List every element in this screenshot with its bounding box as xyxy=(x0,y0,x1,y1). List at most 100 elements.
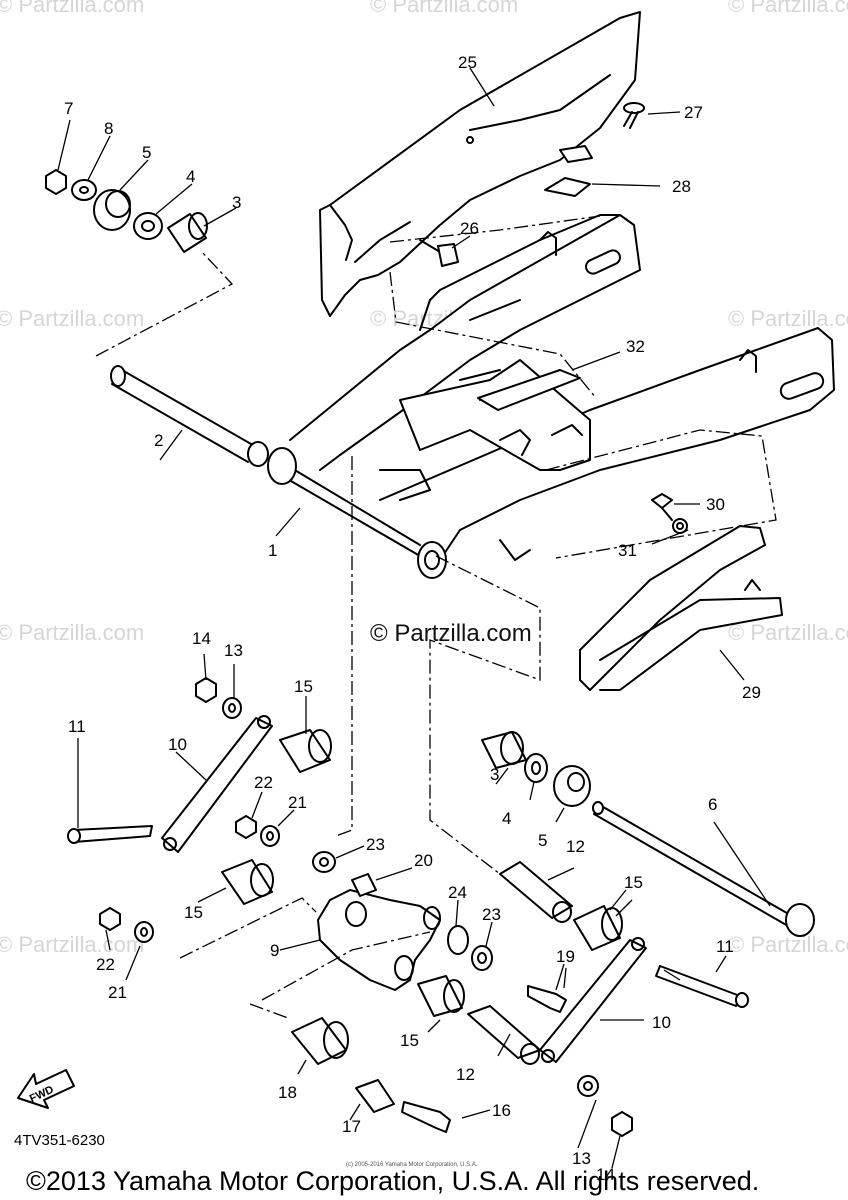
callout-16: 16 xyxy=(492,1101,511,1120)
callout-15-left: 15 xyxy=(184,903,203,922)
washer-21-lower xyxy=(134,921,154,943)
callout-15-right: 15 xyxy=(624,873,643,892)
callout-1: 1 xyxy=(268,541,277,560)
callout-5: 5 xyxy=(142,143,151,162)
pivot-shaft-2 xyxy=(110,365,269,467)
tiny-copyright: (c) 2005-2016 Yamaha Motor Corporation, … xyxy=(346,1162,478,1168)
washer-4 xyxy=(133,212,163,240)
callout-15-top: 15 xyxy=(294,677,313,696)
watermark: © Partzilla.com xyxy=(0,306,145,331)
callout-12-upper: 12 xyxy=(566,837,585,856)
callout-26: 26 xyxy=(460,219,479,238)
callout-12-lower: 12 xyxy=(456,1065,475,1084)
callout-11-right: 11 xyxy=(716,937,734,956)
center-watermark: © Partzilla.com xyxy=(370,620,532,647)
phantom-lines xyxy=(95,215,777,1019)
footer-copyright: ©2013 Yamaha Motor Corporation, U.S.A. A… xyxy=(26,1166,760,1196)
callout-19: 19 xyxy=(556,947,575,966)
callout-21-lower: 21 xyxy=(108,983,127,1002)
relay-arm-9 xyxy=(317,889,441,991)
callout-3-lower: 3 xyxy=(490,765,499,784)
callout-29: 29 xyxy=(742,683,761,702)
callout-4-lower: 4 xyxy=(502,809,511,828)
callout-4: 4 xyxy=(186,167,195,186)
bolt-16 xyxy=(401,1101,451,1133)
callout-13-right: 13 xyxy=(572,1149,591,1168)
callout-28: 28 xyxy=(672,177,691,196)
bearing-24 xyxy=(447,925,469,955)
callout-11-left: 11 xyxy=(68,717,86,736)
fwd-arrow-icon xyxy=(17,1069,75,1109)
bolt-26 xyxy=(419,239,459,267)
bolt-27 xyxy=(623,102,645,129)
link-rod-10-right xyxy=(539,937,647,1063)
bolt-11-right xyxy=(655,965,749,1008)
callout-3: 3 xyxy=(232,193,241,212)
nut-22-lower xyxy=(99,907,121,931)
callout-21-upper: 21 xyxy=(288,793,307,812)
collar-12-lower xyxy=(467,1005,541,1065)
nut-22-upper xyxy=(235,815,257,839)
callout-10-left: 10 xyxy=(168,735,187,754)
callout-8: 8 xyxy=(104,119,113,138)
callout-5-lower: 5 xyxy=(538,831,547,850)
callout-15-lower: 15 xyxy=(400,1031,419,1050)
watermark: © Partzilla.com xyxy=(0,932,145,957)
watermark: © Partzilla.com xyxy=(0,0,145,17)
callout-24: 24 xyxy=(448,883,467,902)
washer-4-lower xyxy=(524,753,548,783)
collar-15-left xyxy=(221,859,274,905)
callout-20: 20 xyxy=(414,851,433,870)
watermark: © Partzilla.com xyxy=(728,620,848,645)
bearing-5-lower xyxy=(553,765,591,807)
callout-27: 27 xyxy=(684,103,703,122)
diagram-code: 4TV351-6230 xyxy=(14,1132,105,1149)
callout-17: 17 xyxy=(342,1117,361,1136)
collar-15-lower xyxy=(417,975,465,1017)
clip-nut-28 xyxy=(544,145,593,197)
callout-6: 6 xyxy=(708,795,717,814)
callout-labels: 7 8 5 4 3 25 27 28 26 32 2 30 31 1 29 14… xyxy=(64,53,761,1184)
nut-14-right xyxy=(611,1111,633,1137)
chain-guide-29 xyxy=(579,525,783,691)
bearing-5 xyxy=(93,189,131,231)
collar-12-upper xyxy=(499,861,573,923)
callout-13-left: 13 xyxy=(224,641,243,660)
callout-7: 7 xyxy=(64,99,73,118)
leader-lines xyxy=(57,67,771,1169)
watermark: © Partzilla.com xyxy=(728,306,848,331)
callout-30: 30 xyxy=(706,495,725,514)
watermark: © Partzilla.com xyxy=(728,932,848,957)
collar-18 xyxy=(291,1017,349,1065)
bearing-3-lower xyxy=(481,731,527,769)
callout-10-right: 10 xyxy=(652,1013,671,1032)
watermark: © Partzilla.com xyxy=(728,0,848,17)
watermark: © Partzilla.com xyxy=(0,620,145,645)
washer-21-upper xyxy=(260,825,280,847)
callout-23-lower: 23 xyxy=(482,905,501,924)
collar-17 xyxy=(355,1079,395,1113)
bolt-30 xyxy=(651,493,673,521)
collar-15-top xyxy=(279,729,332,773)
callout-23-upper: 23 xyxy=(366,835,385,854)
bolt-19 xyxy=(527,985,567,1013)
nut-14-left xyxy=(195,677,217,703)
callout-9: 9 xyxy=(270,941,279,960)
washer-13-right xyxy=(577,1075,599,1097)
nut-7 xyxy=(45,169,67,195)
callout-18: 18 xyxy=(278,1083,297,1102)
washer-13-left xyxy=(222,697,242,719)
callout-2: 2 xyxy=(154,431,163,450)
chain-guard-25 xyxy=(319,11,641,317)
callout-25: 25 xyxy=(458,53,477,72)
callout-22-lower: 22 xyxy=(96,955,115,974)
pin-20 xyxy=(351,873,377,897)
bush-23-upper xyxy=(312,851,336,873)
callout-22-upper: 22 xyxy=(254,773,273,792)
collar-15-right xyxy=(573,905,623,951)
link-rod-10-left xyxy=(161,715,273,853)
washer-8 xyxy=(71,179,97,201)
bush-23-lower xyxy=(471,945,493,971)
bolt-11-left xyxy=(67,825,153,844)
